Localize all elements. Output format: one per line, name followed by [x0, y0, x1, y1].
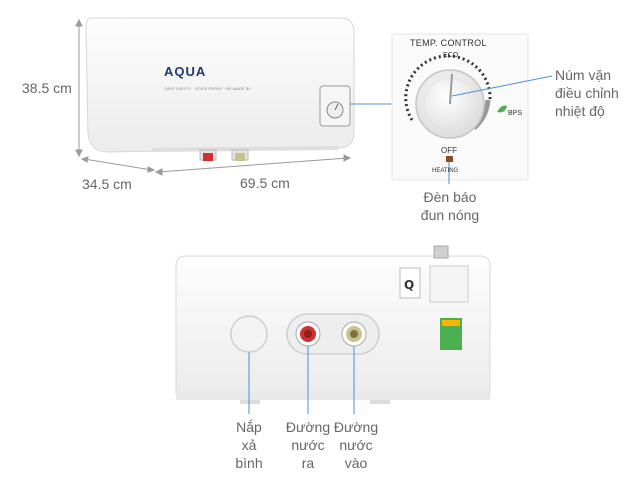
- width-dimension: 69.5 cm: [240, 175, 290, 191]
- brand-logo: AQUA: [164, 64, 207, 79]
- front-tagline: CAFE SAFETY · VOICE PROOF · RE-MADE BY: [164, 86, 252, 91]
- drain-cap-callout: Nắp xả bình: [235, 419, 263, 471]
- svg-text:Q: Q: [404, 278, 414, 292]
- eco-label: ECO: [443, 52, 459, 59]
- height-dimension: 38.5 cm: [22, 80, 72, 96]
- knob-callout: Núm vặn điều chỉnh nhiệt độ: [555, 67, 619, 119]
- water-heater-bottom: Q: [175, 245, 491, 404]
- off-label: OFF: [441, 146, 457, 155]
- bps-label: BPS: [508, 110, 523, 117]
- water-heater-front: [85, 17, 355, 161]
- outlet-callout: Đường nước ra: [285, 419, 331, 471]
- heating-light-callout: Đèn báo đun nóng: [420, 189, 480, 223]
- dimension-lines: [75, 18, 352, 176]
- control-panel-zoom: [391, 33, 529, 181]
- callout-lines-bottom: [248, 346, 355, 414]
- temp-control-title: TEMP. CONTROL: [410, 38, 487, 48]
- inlet-callout: Đường nước vào: [333, 419, 379, 471]
- heating-label: HEATING: [432, 168, 459, 174]
- callout-lines-top: [448, 75, 553, 184]
- depth-dimension: 34.5 cm: [82, 176, 132, 192]
